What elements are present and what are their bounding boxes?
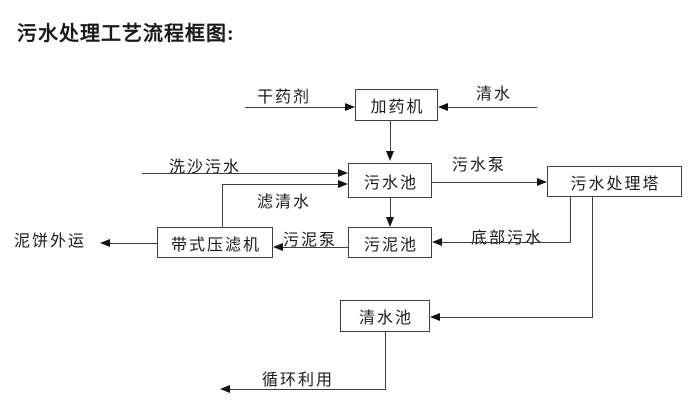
edge-sand-washing-line (142, 173, 338, 174)
edge-dry-agent-line (245, 107, 345, 108)
label-bottom-sewage: 底部污水 (471, 230, 544, 247)
edge-recycle-arrowhead-icon (220, 385, 230, 393)
page-title: 污水处理工艺流程框图: (17, 23, 235, 45)
node-clear-water-pool: 清水池 (340, 300, 430, 332)
edge-recycle-vline (385, 332, 386, 390)
edge-bottom-sewage-hline (442, 242, 571, 243)
edge-tower-to-clear-vline (592, 197, 593, 318)
label-dry-agent: 干药剂 (257, 89, 312, 106)
edge-mud-cake-arrowhead-icon (100, 239, 110, 247)
edge-filtered-water-arrowhead-icon (338, 180, 348, 188)
node-sewage-pool: 污水池 (348, 163, 432, 198)
node-sludge-pool: 污泥池 (348, 227, 432, 258)
node-treatment-tower: 污水处理塔 (547, 166, 682, 197)
edge-sewage-pump-arrowhead-icon (537, 178, 547, 186)
edge-tower-to-clear-hline (440, 317, 593, 318)
edge-clean-water-line (448, 107, 537, 108)
label-sludge-pump: 污泥泵 (283, 232, 338, 249)
label-sewage-pump: 污水泵 (452, 157, 507, 174)
label-recycle-use: 循环利用 (262, 372, 335, 389)
label-filtered-clear-water: 滤清水 (257, 194, 312, 211)
edge-bottom-sewage-vline (570, 197, 571, 243)
edge-clean-water-arrowhead-icon (438, 103, 448, 111)
edge-mud-cake-line (110, 243, 157, 244)
edge-sand-washing-arrowhead-icon (338, 169, 348, 177)
edge-dosing-to-sewage-line (390, 121, 391, 152)
edge-sewage-to-sludge-arrowhead-icon (386, 217, 394, 227)
edge-sludge-pump-arrowhead-icon (273, 243, 283, 251)
node-belt-filter-press: 带式压滤机 (157, 227, 273, 258)
edge-sewage-to-sludge-line (390, 198, 391, 218)
edge-filtered-water-vline (222, 184, 223, 227)
node-dosing-machine: 加药机 (355, 89, 438, 121)
label-sand-washing-sewage: 洗沙污水 (169, 159, 242, 176)
edge-recycle-hline (230, 389, 386, 390)
label-clean-water: 清水 (476, 86, 513, 103)
edge-bottom-sewage-arrowhead-icon (432, 238, 442, 246)
edge-dry-agent-arrowhead-icon (345, 103, 355, 111)
edge-dosing-to-sewage-arrowhead-icon (386, 151, 394, 161)
edge-sewage-pump-line (432, 182, 537, 183)
edge-filtered-water-hline (222, 184, 338, 185)
label-mud-cake-outbound: 泥饼外运 (14, 233, 87, 250)
edge-tower-to-clear-arrowhead-icon (430, 313, 440, 321)
edge-sludge-pump-line (283, 247, 348, 248)
